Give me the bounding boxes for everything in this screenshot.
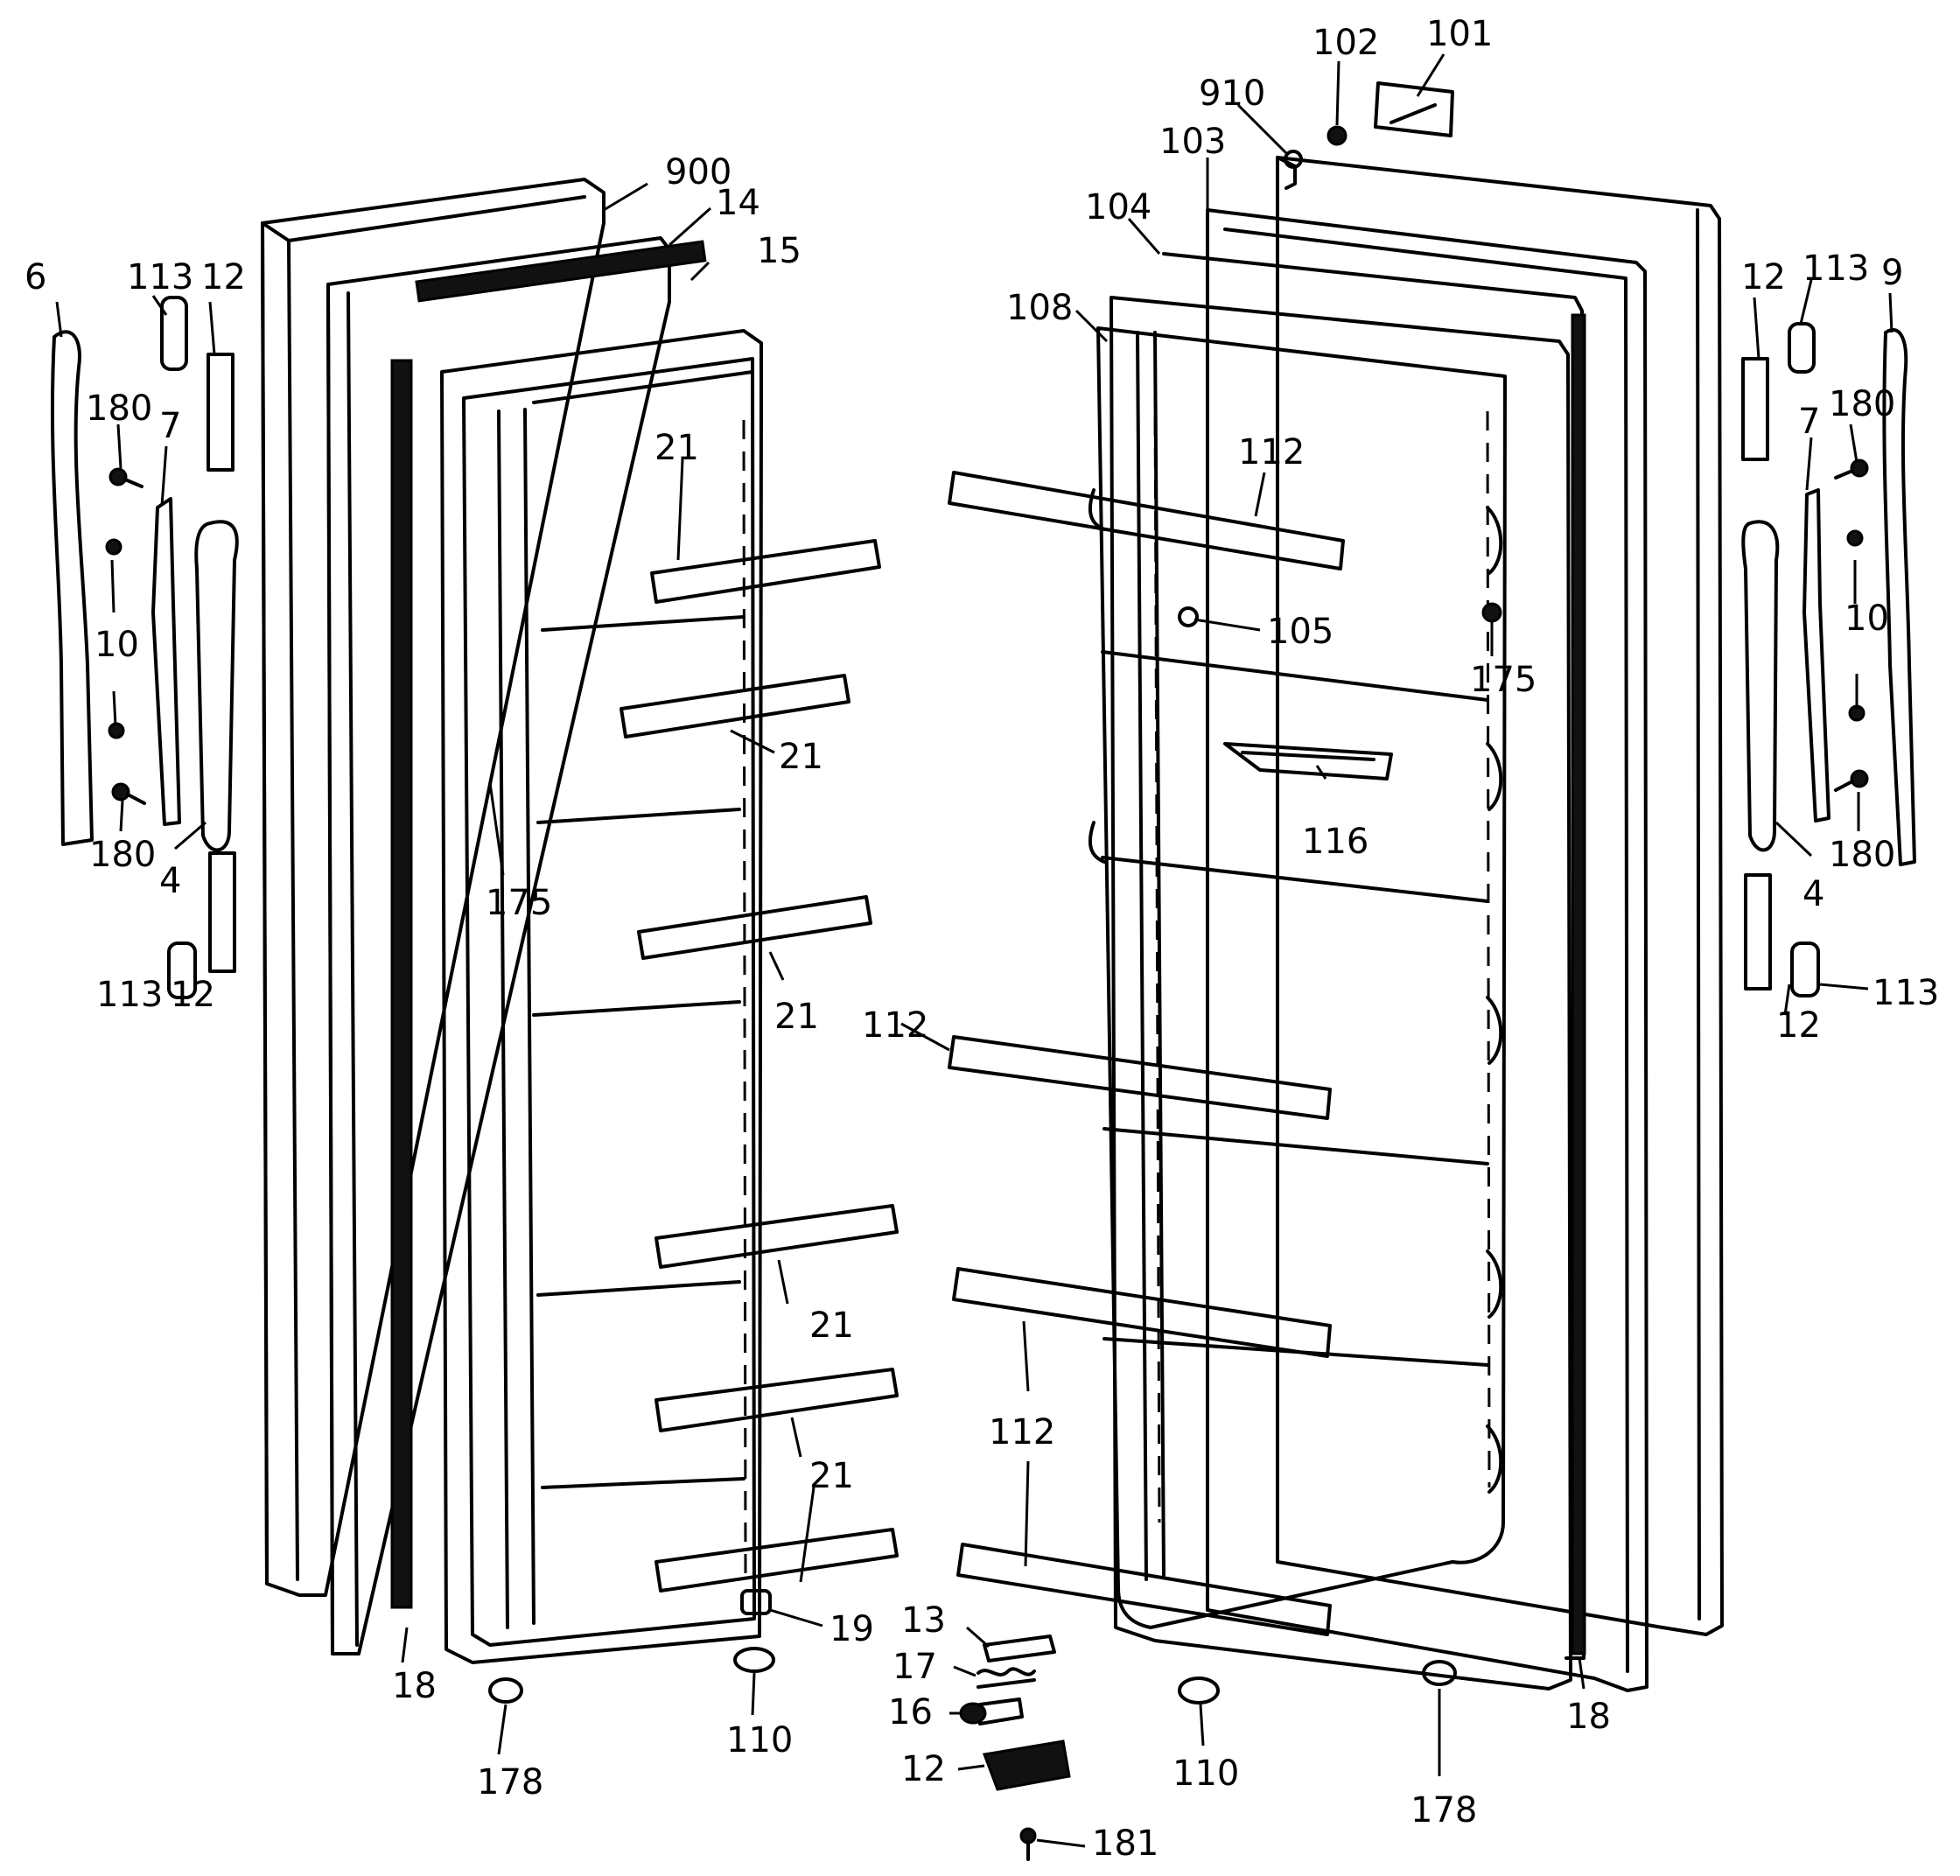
left-door-liner-frame — [326, 236, 671, 1656]
callout-21-c: 21 — [774, 997, 819, 1037]
callout-181: 181 — [1092, 1824, 1158, 1864]
callout-113-left-bottom: 113 — [96, 975, 163, 1015]
callout-12-right-bottom: 12 — [1776, 1005, 1821, 1046]
callout-104: 104 — [1085, 187, 1152, 228]
callout-9: 9 — [1881, 253, 1903, 293]
callout-12-right-top: 12 — [1741, 257, 1786, 298]
right-door-shelf-rails — [948, 471, 1345, 1636]
callout-112-low: 112 — [989, 1412, 1055, 1452]
left-handle-trim — [50, 330, 94, 846]
right-door-shelf-pin — [1481, 602, 1502, 623]
right-handle-trim — [1882, 328, 1916, 866]
callout-18-left: 18 — [392, 1666, 437, 1706]
callout-180-right-top: 180 — [1829, 384, 1895, 424]
callout-4-right: 4 — [1802, 874, 1824, 914]
callout-116: 116 — [1302, 822, 1368, 862]
callout-112-top: 112 — [1238, 432, 1305, 472]
right-door-liner-frame — [1206, 208, 1648, 1692]
callout-17: 17 — [892, 1647, 937, 1687]
callout-113-right-bottom: 113 — [1872, 973, 1939, 1013]
right-screws — [1834, 458, 1869, 792]
right-door-plug — [1178, 606, 1199, 627]
left-handle-end-cap-bottom — [167, 942, 197, 999]
callout-12-left-top: 12 — [201, 257, 246, 298]
left-mount-bracket-bottom — [208, 851, 236, 973]
callout-7-right: 7 — [1798, 402, 1820, 442]
right-door-hinge-cap — [1422, 1660, 1457, 1686]
left-door-stop — [733, 1647, 775, 1673]
right-mount-bracket-bottom — [1744, 873, 1772, 990]
callout-21-a: 21 — [654, 428, 699, 468]
callout-102: 102 — [1312, 23, 1379, 63]
left-handle-insert — [151, 497, 181, 826]
right-door-inner-liner — [1088, 296, 1572, 1690]
leader-lines — [55, 53, 1894, 1848]
callout-6: 6 — [24, 257, 46, 298]
callout-180-right-bottom: 180 — [1829, 835, 1895, 875]
callout-7-left: 7 — [159, 406, 181, 446]
center-hinge-plate — [983, 1634, 1056, 1662]
left-door-shelf-rails — [620, 539, 899, 1592]
right-door-dairy-tray — [1223, 742, 1393, 780]
right-handle-insert — [1802, 488, 1830, 822]
center-screw — [1019, 1827, 1037, 1861]
left-door-outer-panel — [261, 178, 606, 1597]
right-handle — [1741, 520, 1780, 852]
callout-175-right: 175 — [1470, 660, 1536, 700]
callout-21-d: 21 — [809, 1306, 854, 1346]
center-hinge-bracket — [982, 1740, 1071, 1791]
callout-12-left-bottom: 12 — [171, 975, 215, 1015]
callout-110-left: 110 — [726, 1720, 793, 1760]
callout-112-mid: 112 — [862, 1005, 928, 1046]
callout-110-right: 110 — [1172, 1754, 1239, 1794]
callout-14: 14 — [716, 183, 760, 223]
left-handle-end-cap-top — [160, 296, 188, 371]
callout-15: 15 — [757, 231, 802, 271]
callout-113-right-top: 113 — [1802, 248, 1869, 289]
right-door-stop — [1178, 1676, 1220, 1704]
callout-900: 900 — [665, 152, 732, 192]
center-hinge-pin — [959, 1698, 1024, 1726]
top-hinge-bushing — [1284, 150, 1303, 169]
callout-180-left-top: 180 — [86, 388, 152, 429]
left-door-bushing — [740, 1589, 772, 1615]
callout-108: 108 — [1006, 288, 1073, 328]
callout-175-left: 175 — [486, 883, 552, 923]
callout-12-center: 12 — [901, 1749, 946, 1789]
callout-910: 910 — [1199, 74, 1265, 114]
callout-178-right: 178 — [1410, 1790, 1477, 1830]
callout-113-left-top: 113 — [127, 257, 193, 298]
top-hinge-cover — [1374, 81, 1454, 137]
callout-180-left-bottom: 180 — [89, 835, 156, 875]
callout-103: 103 — [1159, 122, 1226, 162]
callout-13: 13 — [901, 1600, 946, 1641]
callout-19: 19 — [830, 1609, 874, 1649]
callout-10-right: 10 — [1844, 598, 1889, 639]
right-door-gasket-strip — [1162, 252, 1586, 1660]
callout-4-left: 4 — [159, 861, 181, 901]
right-handle-end-cap-top — [1788, 322, 1816, 374]
left-door-inner-liner — [440, 329, 763, 1664]
right-door-outer-panel — [1276, 156, 1724, 1636]
right-mount-bracket-top — [1741, 357, 1769, 461]
top-hinge-pin — [1326, 125, 1348, 146]
left-handle — [194, 520, 239, 852]
callout-101: 101 — [1426, 14, 1493, 54]
callout-178-left: 178 — [477, 1762, 543, 1802]
callout-105: 105 — [1267, 612, 1334, 652]
left-door-gasket-strip — [390, 240, 707, 1609]
center-spring-clip — [976, 1667, 1036, 1689]
callout-10-left: 10 — [94, 625, 139, 665]
left-door-hinge-cap — [488, 1677, 523, 1704]
callout-21-e: 21 — [809, 1456, 854, 1496]
callout-18-right: 18 — [1566, 1697, 1611, 1737]
callout-21-b: 21 — [779, 737, 823, 777]
callout-16: 16 — [888, 1692, 933, 1732]
right-handle-end-cap-bottom — [1790, 942, 1820, 998]
left-mount-bracket-top — [206, 353, 234, 472]
